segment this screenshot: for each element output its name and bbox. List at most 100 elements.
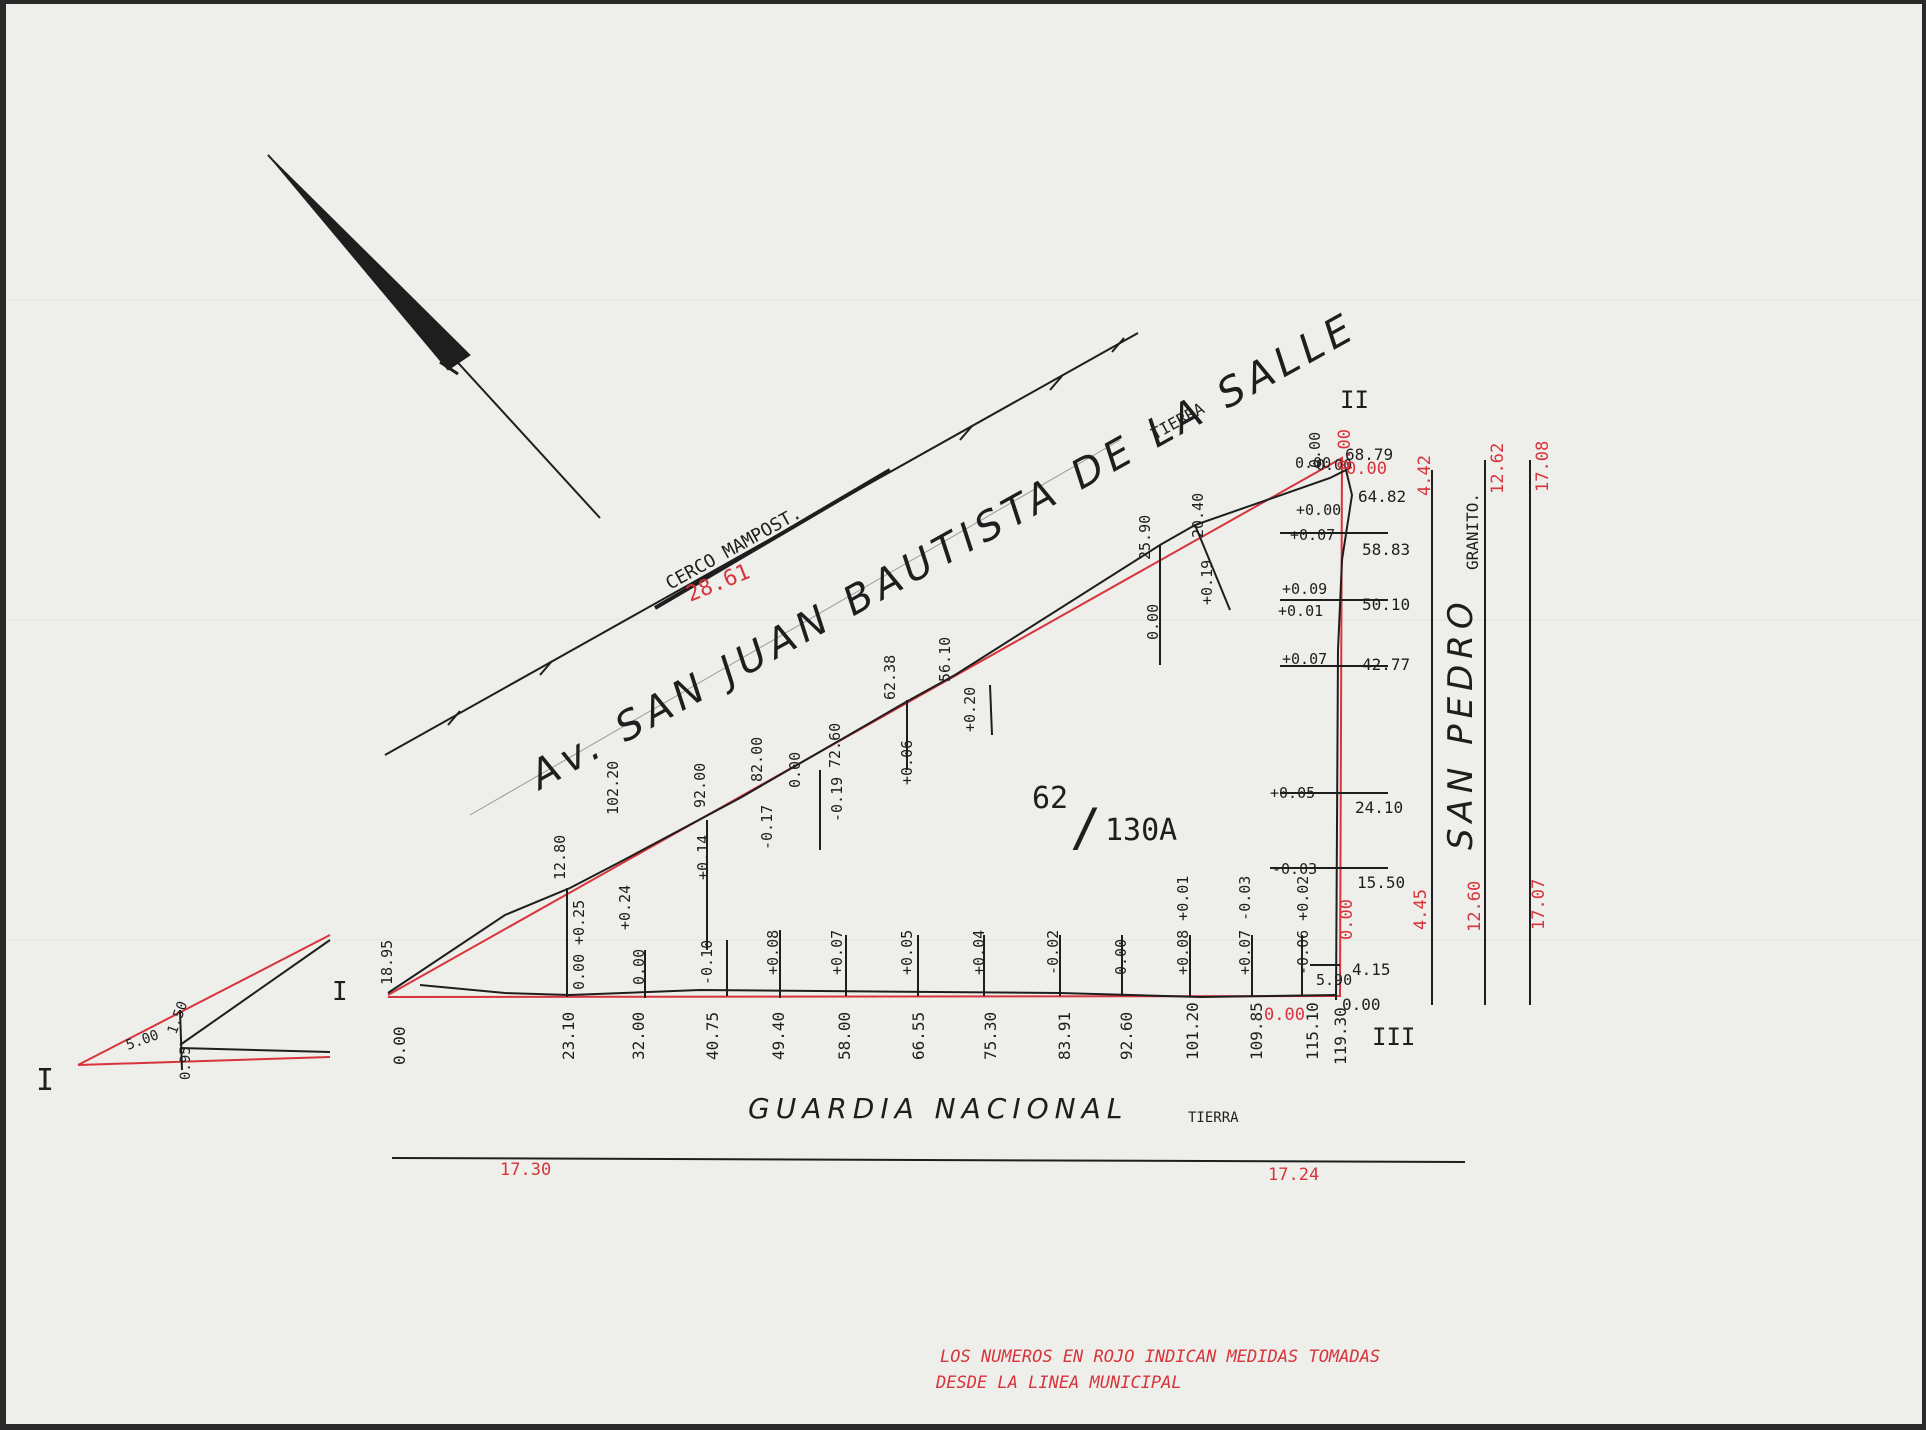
right-offsets-label: +0.09 xyxy=(1282,580,1327,598)
diag-stations-label: 20.40 xyxy=(1189,493,1207,538)
bottom-offsets-label: -0.02 xyxy=(1044,930,1062,975)
red-numbers-label: 17.08 xyxy=(1533,441,1553,492)
diag-offsets-label: +0.06 xyxy=(898,740,916,785)
bottom-stations-label: 83.91 xyxy=(1055,1012,1074,1060)
diag-stations-label: 18.95 xyxy=(378,940,396,985)
north-arrow-icon xyxy=(267,154,601,519)
bottom-offsets-label: 0.00 xyxy=(570,954,588,990)
diag-offsets-label: +0.14 xyxy=(694,835,712,880)
bottom-offsets-label: +0.08 xyxy=(764,930,782,975)
right-stations-label: 15.50 xyxy=(1357,873,1405,892)
right-stations-label: 4.15 xyxy=(1352,960,1391,979)
red-numbers-label: 0.00 xyxy=(1335,429,1355,470)
red-numbers-label: 12.60 xyxy=(1465,881,1485,932)
red-numbers-label: 17.30 xyxy=(500,1160,551,1180)
bottom-stations-label: 0.00 xyxy=(390,1026,409,1065)
vertex-1: I xyxy=(332,977,348,1007)
red-numbers-label: 17.07 xyxy=(1529,879,1549,930)
bottom-stations-label: 115.10 xyxy=(1303,1002,1322,1060)
diag-stations-label: 62.38 xyxy=(881,655,899,700)
right-street-name: SAN PEDRO xyxy=(1441,596,1481,850)
right-offsets-label: +0.05 xyxy=(1270,784,1315,802)
vertex-3: III xyxy=(1372,1023,1415,1051)
bottom-stations-label: 49.40 xyxy=(769,1012,788,1060)
bottom-offsets-label: +0.05 xyxy=(898,930,916,975)
san-pedro-lines xyxy=(1431,460,1531,1005)
bottom-stations-label: 23.10 xyxy=(559,1012,578,1060)
red-numbers-label: 0.00 xyxy=(1337,899,1357,940)
right-offsets-label: +0.07 xyxy=(1282,650,1327,668)
right-offsets-label: +0.01 xyxy=(1278,602,1323,620)
inset-a: 5.00 xyxy=(124,1027,161,1054)
bottom-stations-label: 119.30 xyxy=(1331,1007,1350,1065)
avenue-line xyxy=(384,332,1139,816)
right-offsets-label: 0.00 xyxy=(1316,456,1352,474)
bottom-street-name: GUARDIA NACIONAL xyxy=(748,1092,1128,1125)
right-offsets-label: -0.03 xyxy=(1272,860,1317,878)
right-offsets-label: +0.07 xyxy=(1290,526,1335,544)
diag-offsets-label: -0.19 xyxy=(828,777,846,822)
diag-stations-label: 25.90 xyxy=(1136,515,1154,560)
paper-rule-lines xyxy=(6,299,1920,941)
red-numbers-label: 12.62 xyxy=(1488,443,1508,494)
bottom-offsets-label: 0.00 xyxy=(630,949,648,985)
diag-offsets-label: 0.00 xyxy=(786,752,804,788)
inset-b: 1.50 xyxy=(165,999,192,1036)
diag-offsets-label: +0.20 xyxy=(961,687,979,732)
note-line-2: DESDE LA LINEA MUNICIPAL xyxy=(935,1373,1182,1393)
bottom-stations-label: 109.85 xyxy=(1247,1002,1266,1060)
bottom-offsets-label: +0.04 xyxy=(970,930,988,975)
bottom-offsets-label: +0.07 xyxy=(828,930,846,975)
inset-vertex: I xyxy=(36,1063,54,1098)
red-numbers-label: 4.42 xyxy=(1415,455,1435,496)
bottom-offsets-label: -0.10 xyxy=(698,940,716,985)
diagonal-offsets: +0.25 +0.24 +0.14 -0.17 -0.19 +0.06 +0.20 0.00 +… xyxy=(570,432,1324,945)
red-numbers-label: 0.00 xyxy=(1264,1005,1305,1025)
lot-number: 62 xyxy=(1032,781,1068,816)
bottom-offsets-label: -0.06 +0.02 xyxy=(1294,876,1312,975)
bottom-stations-label: 32.00 xyxy=(629,1012,648,1060)
right-offsets-label: +0.00 xyxy=(1296,501,1341,519)
bottom-stations-label: 92.60 xyxy=(1117,1012,1136,1060)
red-numbers: 17.30 17.24 4.42 4.45 12.62 12.60 17.08 17.07 0.… xyxy=(500,429,1553,1185)
bottom-offsets-label: +0.07 -0.03 xyxy=(1236,876,1254,975)
avenue-name: Av. SAN JUAN BAUTISTA DE LA SALLE xyxy=(520,304,1365,800)
inset-triangle xyxy=(179,939,331,1071)
red-numbers-label: 17.24 xyxy=(1268,1165,1319,1185)
right-stations-label: 64.82 xyxy=(1358,487,1406,506)
red-numbers-label: 0.00 xyxy=(1346,459,1387,479)
diag-stations-label: 102.20 xyxy=(604,761,622,815)
fence-polygon xyxy=(387,468,1388,1001)
right-offsets: +0.00+0.07+0.09+0.01+0.07+0.05-0.035.900… xyxy=(1270,454,1352,989)
right-stations-label: 68.79 xyxy=(1345,445,1393,464)
right-stations-label: 0.00 xyxy=(1342,995,1381,1014)
diag-stations-label: 12.80 xyxy=(551,835,569,880)
diag-offsets-label: 0.00 xyxy=(1306,432,1324,468)
vertex-2: II xyxy=(1340,386,1369,414)
right-stations: 68.7964.8258.8350.1042.7724.1015.504.150… xyxy=(1342,445,1410,1014)
right-street-surface: GRANITO. xyxy=(1463,493,1482,570)
paper xyxy=(6,4,1922,1424)
diag-offsets-label: -0.17 xyxy=(758,805,776,850)
diag-offsets-label: +0.19 xyxy=(1198,560,1216,605)
bottom-stations-label: 75.30 xyxy=(981,1012,1000,1060)
right-stations-label: 42.77 xyxy=(1362,655,1410,674)
right-stations-label: 24.10 xyxy=(1355,798,1403,817)
diag-offsets-label: +0.24 xyxy=(616,885,634,930)
guardia-nacional-line xyxy=(391,1157,1466,1163)
right-offsets-label: 0.00 xyxy=(1295,454,1331,472)
lot-separator: / xyxy=(1070,798,1101,858)
right-stations-label: 50.10 xyxy=(1362,595,1410,614)
bottom-street-surface: TIERRA xyxy=(1188,1110,1239,1126)
red-numbers-label: 4.45 xyxy=(1411,889,1431,930)
bottom-stations-label: 40.75 xyxy=(703,1012,722,1060)
diag-stations-label: 0.00 xyxy=(1144,604,1162,640)
diag-offsets-label: +0.25 xyxy=(570,900,588,945)
bottom-stations-label: 101.20 xyxy=(1183,1002,1202,1060)
diag-stations-label: 72.60 xyxy=(826,723,844,768)
